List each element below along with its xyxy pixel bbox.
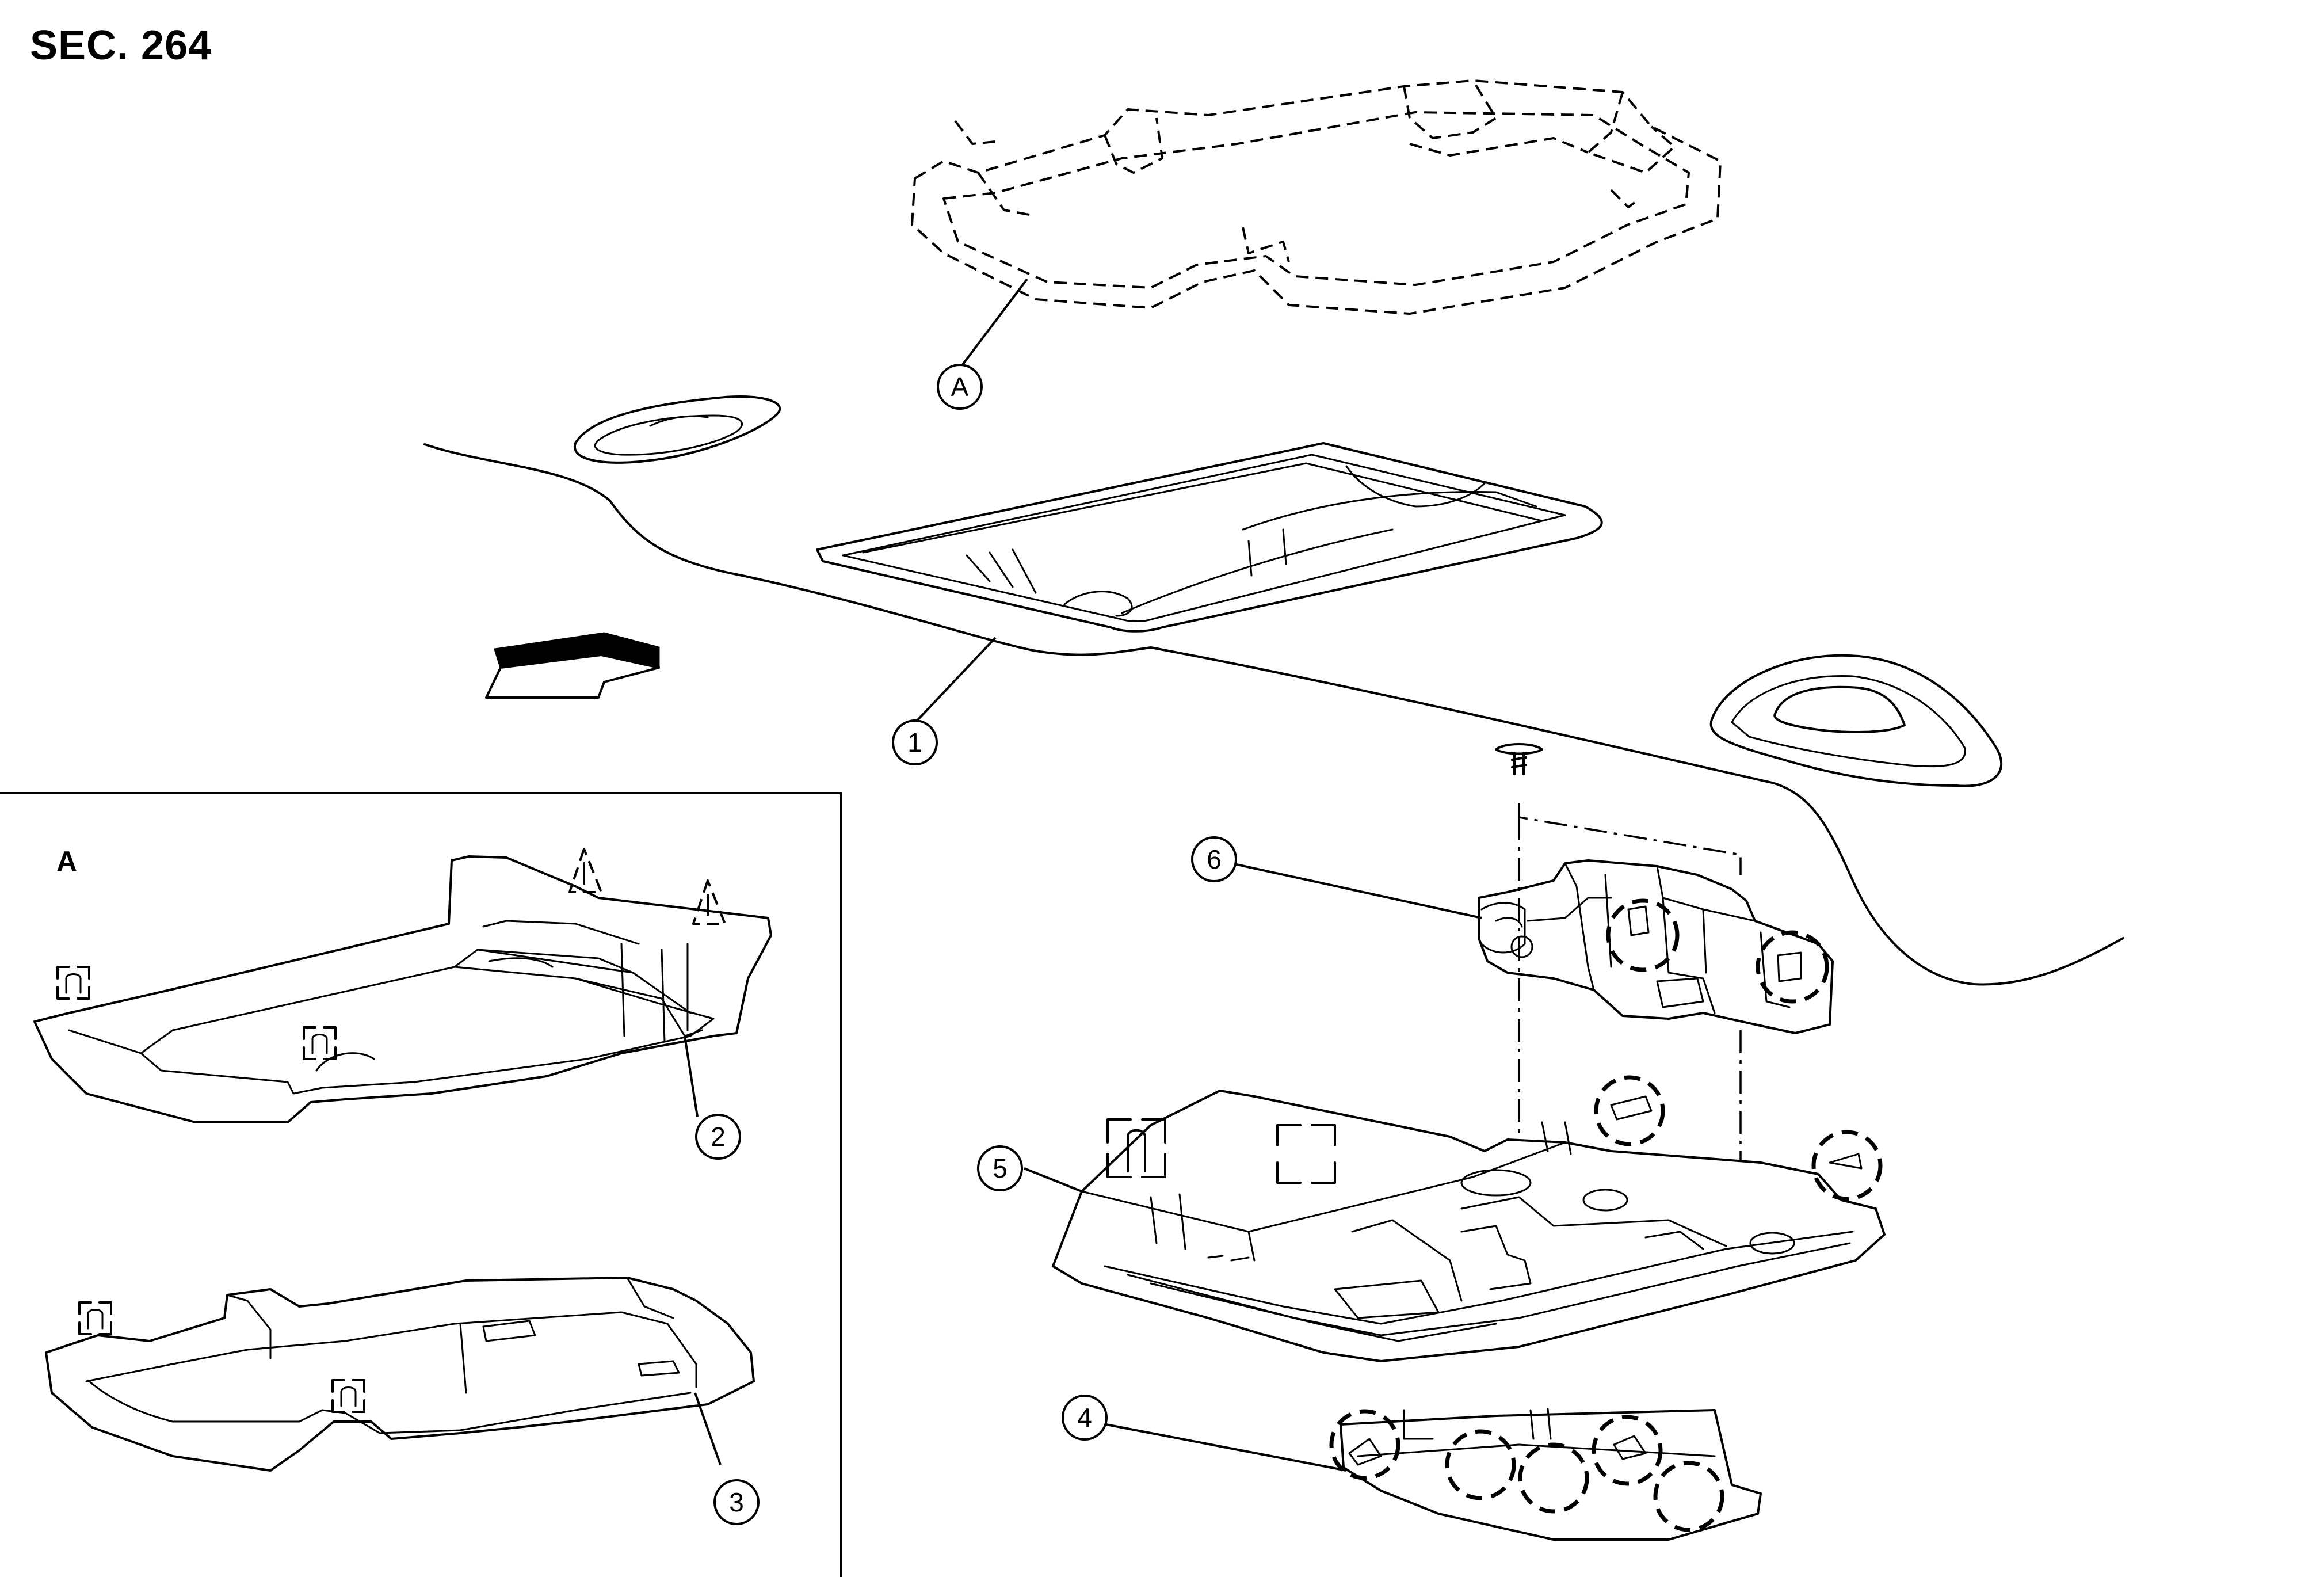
pawl-icon xyxy=(568,848,602,893)
metal-clip-icon xyxy=(78,1301,112,1335)
switch-assembly xyxy=(1478,859,1834,1034)
roof-trim-headlining xyxy=(423,395,2124,986)
installation-chain-line xyxy=(1518,803,1742,1174)
metal-clip-icon xyxy=(1276,1124,1336,1184)
screw-icon xyxy=(1495,743,1543,775)
callout-label: 2 xyxy=(711,1122,726,1152)
leader-lines xyxy=(684,278,1482,1472)
metal-clip-icon xyxy=(1106,1118,1166,1178)
metal-clip-icon xyxy=(303,1026,337,1060)
callout-5: 5 xyxy=(977,1145,1023,1191)
callout-4: 4 xyxy=(1062,1395,1108,1441)
callout-label: 6 xyxy=(1207,844,1222,874)
metal-clip-icon xyxy=(56,966,90,1000)
callout-label: 3 xyxy=(729,1487,744,1517)
vehicle-front-arrow-icon xyxy=(485,632,660,699)
callout-A: A xyxy=(937,364,983,410)
detail-view-frame xyxy=(0,792,842,1577)
callout-label: 5 xyxy=(993,1153,1008,1183)
detail-view-label: A xyxy=(56,845,78,878)
metal-clip-icon xyxy=(331,1379,365,1413)
callout-label: A xyxy=(951,372,969,402)
callout-6: 6 xyxy=(1191,836,1237,882)
callout-3: 3 xyxy=(713,1479,760,1525)
phantom-map-lamp-outline xyxy=(911,79,1722,315)
map-lamp-finisher-upper xyxy=(33,855,772,1123)
callout-1: 1 xyxy=(892,719,938,765)
map-lamp-finisher-lower xyxy=(45,1277,755,1472)
callout-label: 4 xyxy=(1077,1403,1092,1433)
map-lamp-lens xyxy=(1329,1408,1762,1541)
map-lamp-housing xyxy=(1052,1075,1886,1362)
pawl-icon xyxy=(692,879,726,925)
callout-2: 2 xyxy=(695,1114,741,1160)
section-title: SEC. 264 xyxy=(30,22,212,68)
callout-label: 1 xyxy=(907,727,922,757)
